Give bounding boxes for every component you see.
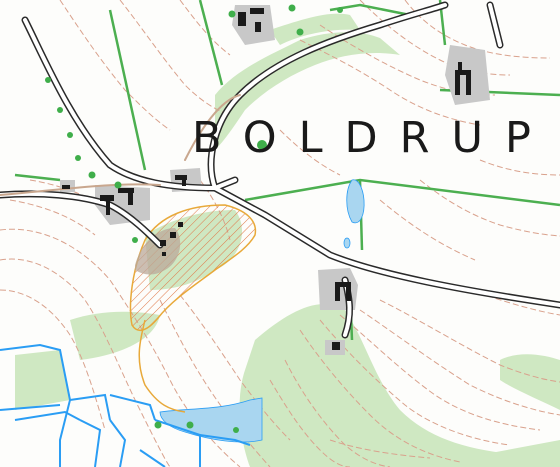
roads — [0, 1, 560, 339]
wetland-area — [159, 397, 263, 443]
pond — [346, 179, 365, 224]
small-pond — [343, 237, 351, 249]
buildings — [62, 8, 471, 350]
tree-dots — [45, 4, 343, 433]
streams — [0, 343, 251, 467]
highlighted-parcel[interactable] — [129, 204, 257, 413]
place-name-label: BOLDRUP — [192, 113, 553, 163]
